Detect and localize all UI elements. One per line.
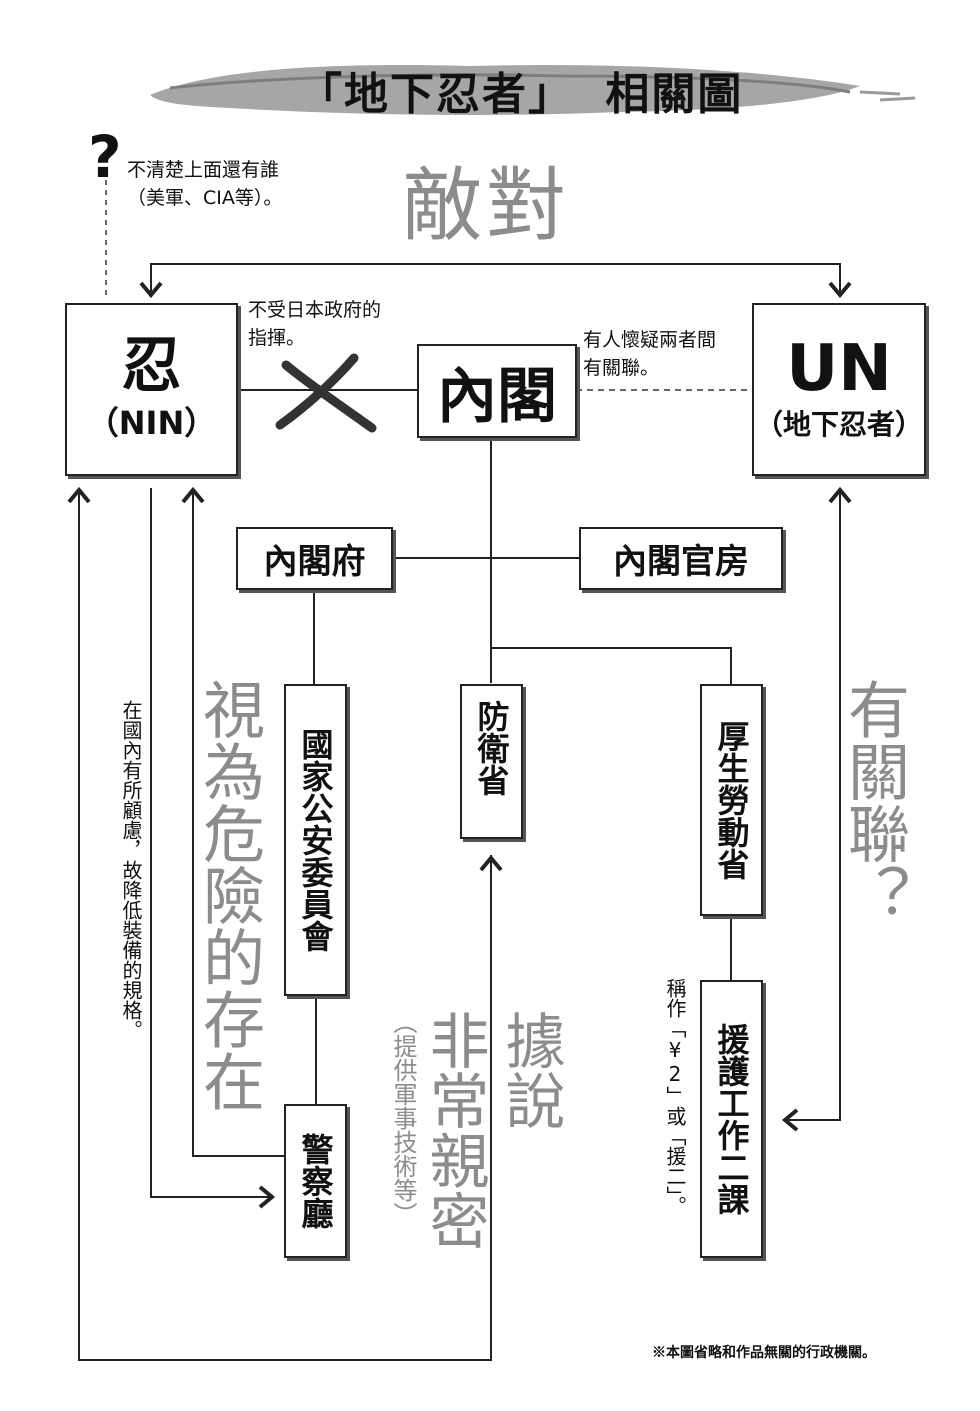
related-label: 有關聯？ <box>837 678 910 926</box>
note-line: 不清楚上面還有誰 <box>127 159 280 181</box>
cabinet-office-label: 內閣府 <box>263 542 366 582</box>
question-mark: ? <box>88 123 122 191</box>
aid-division-label: 援護工作二課 <box>712 1023 751 1215</box>
note-line: 有人懷疑兩者間 <box>583 329 717 351</box>
called-note: 稱作「¥2」或「援二」。 <box>663 978 687 1216</box>
police-box: 警察廳 <box>284 1104 347 1258</box>
nin-main-label: 忍 <box>121 331 182 401</box>
dangerous-label: 視為危險的存在 <box>192 678 265 1112</box>
title-left: 「地下忍者」 <box>298 69 574 120</box>
note-line: 不受日本政府的 <box>248 299 382 321</box>
cabinet-secretariat-box: 內閣官房 <box>579 527 783 590</box>
note-line: 指揮。 <box>248 326 306 349</box>
nin-box: 忍 （NIN） <box>65 303 238 476</box>
un-sub-label: （地下忍者） <box>754 408 923 442</box>
npsc-label: 國家公安委員會 <box>296 728 335 952</box>
concern-note: 在國內有所顧慮，故降低裝備的規格。 <box>119 700 143 1040</box>
note-line: （美軍、CIA等）。 <box>127 186 283 209</box>
npsc-box: 國家公安委員會 <box>284 684 347 996</box>
title-brush-stroke <box>150 64 916 115</box>
reportedly-label: 據說 <box>495 1010 565 1130</box>
not-controlled-note: 不受日本政府的 指揮。 <box>248 297 381 352</box>
cabinet-office-box: 內閣府 <box>236 527 393 590</box>
defense-label: 防衛省 <box>472 700 511 796</box>
mhlw-label: 厚生勞動省 <box>712 720 751 880</box>
cabinet-label: 內閣 <box>437 361 557 432</box>
footnote: ※本圖省略和作品無關的行政機關。 <box>652 1345 876 1361</box>
cabinet-box: 內閣 <box>417 344 577 438</box>
mhlw-box: 厚生勞動省 <box>700 684 763 916</box>
aid-division-box: 援護工作二課 <box>700 980 763 1258</box>
police-label: 警察廳 <box>296 1133 335 1229</box>
military-tech-note: （提供軍事技術等） <box>389 1010 417 1226</box>
note-line: 有關聯。 <box>583 356 660 379</box>
title-right: 相關圖 <box>605 69 744 120</box>
suspected-link-note: 有人懷疑兩者間 有關聯。 <box>583 327 716 382</box>
unknown-above-note: 不清楚上面還有誰 （美軍、CIA等）。 <box>127 157 282 212</box>
nin-sub-label: （NIN） <box>86 404 217 442</box>
defense-box: 防衛省 <box>460 684 523 839</box>
un-main-label: UN <box>786 331 892 406</box>
hostile-label: 敵對 <box>402 159 570 252</box>
page-title: 「地下忍者」 相關圖 <box>298 58 743 122</box>
very-close-label: 非常親密 <box>419 1010 489 1250</box>
un-box: UN （地下忍者） <box>752 303 926 476</box>
cabinet-secretariat-label: 內閣官房 <box>613 542 749 582</box>
